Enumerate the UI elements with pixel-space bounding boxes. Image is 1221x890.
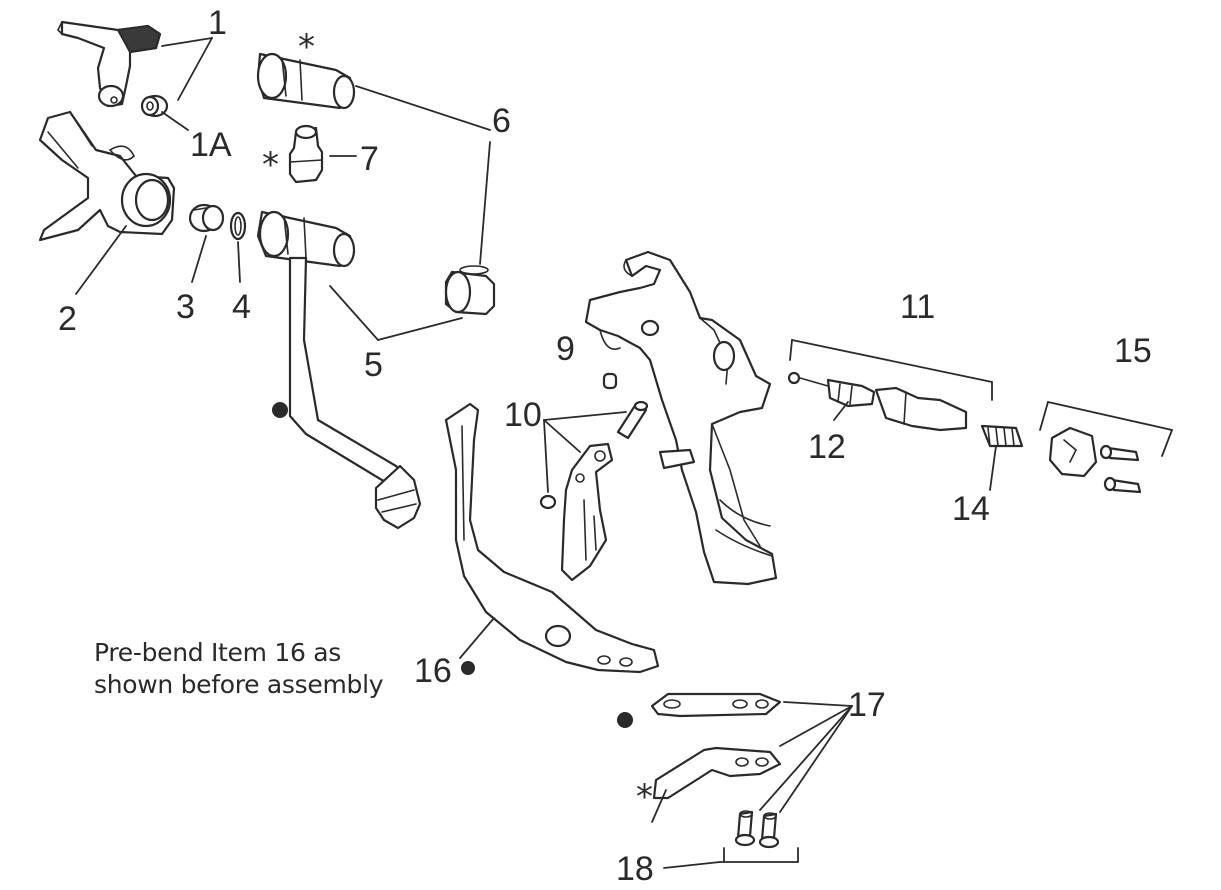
part-10-latch [539,442,614,582]
part-4-o-ring [229,211,247,241]
pre-bend-note-line-2: shown before assembly [94,670,384,699]
callout-1a: 1A [190,126,232,164]
part-17-plate [650,692,782,718]
callout-10: 10 [504,396,542,434]
part-14-spring [980,424,1024,448]
callout-17: 17 [848,686,886,724]
part-6-housing-top [256,52,356,110]
callout-3: 3 [176,288,195,326]
part-1-spray-tip [57,20,162,108]
part-9-pin [602,372,618,390]
part-6-housing-lower [256,210,356,268]
asterisk-marker-part-18: * [636,777,653,817]
callout-16: 16 [414,652,452,690]
part-3-gasket [188,203,225,233]
gun-body [584,250,778,586]
callout-12: 12 [808,428,846,466]
part-15-screws [1099,444,1142,494]
callout-18: 18 [616,850,654,888]
marker-dot-trigger [461,661,475,675]
callout-9: 9 [556,330,575,368]
asterisk-marker-part-6: * [298,27,315,67]
part-1a-seat [140,94,169,118]
part-7-fitting [288,124,324,184]
marker-dot-tube [272,402,288,418]
callout-4: 4 [232,288,251,326]
callout-11: 11 [900,288,935,326]
callout-1: 1 [208,4,227,42]
part-10-pin [616,400,649,440]
callout-7: 7 [360,140,379,178]
part-11-valve-assembly [787,371,968,432]
marker-dot-plate [617,712,633,728]
leader-lines [75,37,1173,869]
part-5-tube [288,256,422,530]
part-15-cap [1048,426,1098,478]
callout-15: 15 [1114,332,1152,370]
callout-14: 14 [952,490,990,528]
asterisk-marker-part-7: * [262,145,279,185]
callout-2: 2 [58,300,77,338]
pre-bend-note: Pre-bend Item 16 as shown before assembl… [94,637,414,701]
callout-6: 6 [492,102,511,140]
part-18-screws [734,810,780,849]
part-2-tip-guard [38,110,176,242]
part-17-bracket [652,746,782,800]
part-16-trigger [444,402,660,674]
callout-5: 5 [364,346,383,384]
pre-bend-note-line-1: Pre-bend Item 16 as [94,638,341,667]
part-6-sleeve [444,265,496,316]
